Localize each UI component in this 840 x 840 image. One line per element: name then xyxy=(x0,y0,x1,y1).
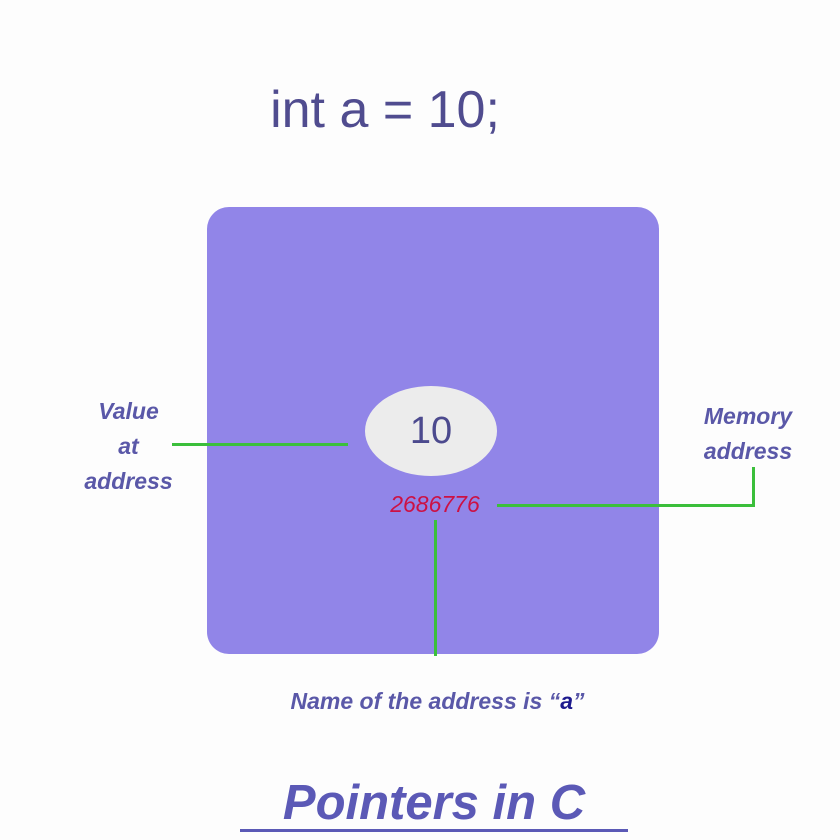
code-declaration: int a = 10; xyxy=(270,81,500,139)
value-label-line-1: Value xyxy=(98,398,159,424)
name-label-prefix: Name of the address is “ xyxy=(290,688,561,714)
memory-address-value: 2686776 xyxy=(390,491,480,517)
footer-underline xyxy=(240,829,628,832)
address-connector-horizontal xyxy=(497,504,755,507)
name-label-suffix: ” xyxy=(573,688,585,714)
value-ellipse: 10 xyxy=(365,386,497,476)
memory-address-label: Memory address xyxy=(686,399,810,469)
variable-name-label: Name of the address is “a” xyxy=(200,685,675,717)
stored-value: 10 xyxy=(409,409,453,452)
footer-title: Pointers in C xyxy=(282,776,586,830)
value-label-line-3: address xyxy=(84,468,173,494)
value-at-address-label: Value at address xyxy=(66,394,191,499)
memory-label-line-2: address xyxy=(703,438,793,464)
value-connector-line xyxy=(172,443,348,446)
value-label-line-2: at xyxy=(118,433,139,459)
address-connector-vertical xyxy=(752,467,755,507)
name-connector-line xyxy=(434,520,437,656)
name-label-variable: a xyxy=(560,688,573,714)
memory-label-line-1: Memory xyxy=(703,403,793,429)
